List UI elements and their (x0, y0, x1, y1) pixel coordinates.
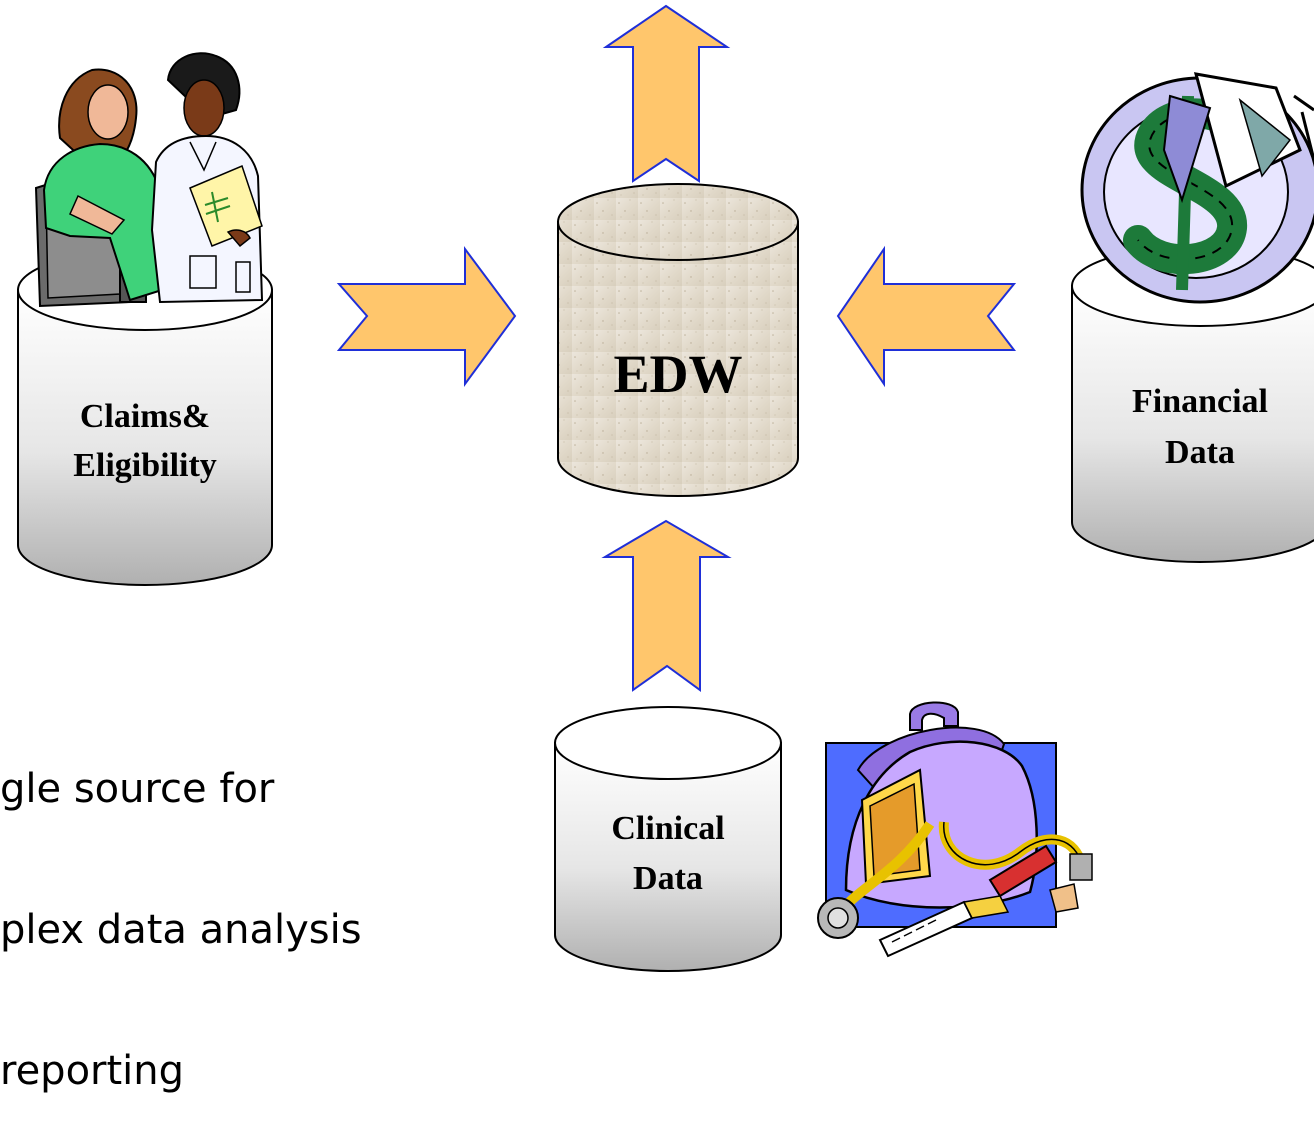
edw-cylinder: EDW (557, 183, 799, 497)
caption-line-2: plex data analysis (0, 907, 362, 953)
financial-label-line1: Financial (1132, 383, 1268, 420)
edw-diagram: EDW Claims& Eligibility Financial (17, 4, 1314, 972)
claims-label-line1: Claims& (80, 398, 210, 435)
caption-line-3: reporting (0, 1048, 185, 1094)
edw-label: EDW (613, 344, 742, 404)
dollar-sign-icon (1080, 72, 1314, 304)
claims-label-line2: Eligibility (73, 447, 217, 484)
clinical-label-line2: Data (633, 860, 703, 897)
doctor-and-woman-at-computer-icon (34, 52, 264, 308)
medical-bag-stethoscope-icon (817, 701, 1093, 958)
arrow-right-from-claims (336, 245, 517, 388)
arrow-up-output (602, 4, 731, 183)
arrow-left-from-financial (836, 245, 1017, 388)
caption-line-1: gle source for (0, 766, 275, 812)
financial-label-line2: Data (1165, 434, 1235, 471)
caption-text: gle source for plex data analysis report… (0, 672, 520, 1142)
arrow-up-from-clinical (601, 519, 732, 692)
clinical-cylinder: Clinical Data (554, 706, 782, 972)
clinical-label-line1: Clinical (611, 810, 724, 847)
